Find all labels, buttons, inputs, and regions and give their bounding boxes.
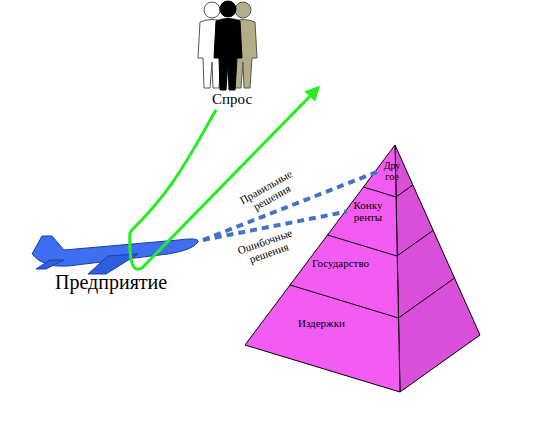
node-text: Дру гое: [380, 161, 404, 182]
pyramid-band: Издержки: [298, 318, 345, 330]
node-text: Государство: [312, 258, 369, 270]
demand-label: Спрос: [212, 92, 252, 108]
pyramid-band: Государство: [312, 258, 369, 270]
node-text: Издержки: [298, 318, 345, 330]
node-text: Предприятие: [55, 272, 203, 293]
edge-label: Ошибочные решения: [232, 226, 302, 269]
demand-link: [130, 110, 216, 232]
enterprise-node: Предприятие: [28, 232, 203, 293]
airplane: [32, 236, 198, 274]
node-text: Спрос: [212, 92, 252, 108]
pyramid-band: Дру гое: [380, 161, 404, 182]
node-text: Конку ренты: [349, 200, 387, 223]
people-icon: [198, 1, 257, 90]
green-arrow: [130, 88, 318, 269]
edge-label: Правильные решения: [235, 166, 304, 219]
pyramid-band: Конку ренты: [349, 200, 387, 223]
